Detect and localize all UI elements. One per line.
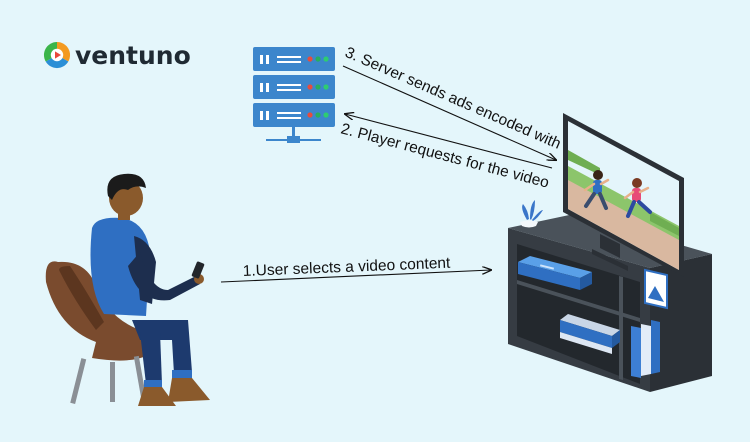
books — [631, 320, 660, 378]
ventuno-logo-text: ventuno — [75, 41, 191, 70]
potted-plant — [520, 200, 543, 228]
person-watching-tv — [45, 173, 210, 406]
server-rack — [253, 47, 335, 143]
server-unit — [253, 75, 335, 99]
server-unit — [253, 47, 335, 71]
server-unit — [253, 103, 335, 127]
media-player-box — [518, 256, 592, 290]
arrow-user-to-tv — [220, 270, 491, 283]
runner-figure — [623, 178, 652, 218]
runner-figure — [583, 170, 610, 210]
ventuno-logo: ventuno — [43, 41, 191, 70]
arrow-server-to-tv — [342, 65, 556, 160]
server-network-stand — [266, 127, 321, 143]
game-console-box — [560, 314, 620, 354]
picture-frame — [644, 268, 668, 310]
step-3-label: 3. Server sends ads encoded with video — [342, 44, 601, 169]
arrow-player-to-server — [345, 114, 553, 169]
ventuno-logo-mark — [43, 41, 71, 69]
television — [563, 113, 684, 277]
